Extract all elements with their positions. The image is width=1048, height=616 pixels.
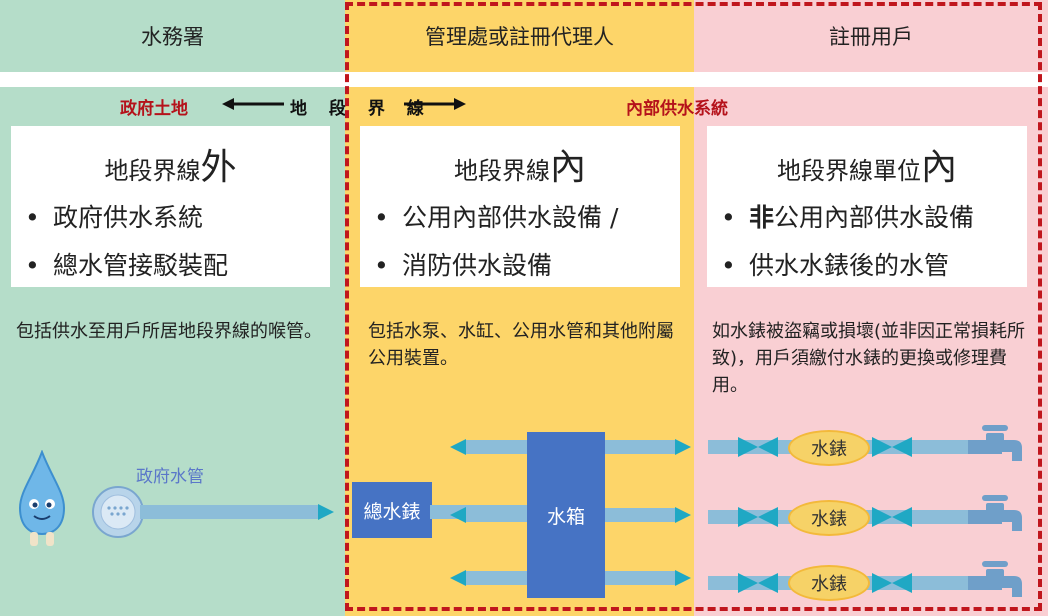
mgmt-box-title-big: 內 bbox=[549, 147, 586, 188]
non-emphasis: 非 bbox=[749, 203, 775, 232]
government-pipe bbox=[140, 505, 320, 519]
header-management-office: 管理處或註冊代理人 bbox=[425, 25, 614, 49]
water-meter: 水錶 bbox=[788, 500, 870, 536]
arrow-left-icon bbox=[450, 507, 466, 523]
mgmt-box-item: • 公用內部供水設備 / bbox=[374, 198, 618, 234]
arrow-right-icon bbox=[675, 439, 691, 455]
user-box-title-big: 內 bbox=[920, 147, 957, 188]
government-land-label: 政府土地 bbox=[120, 99, 188, 119]
header-registered-consumer: 註冊用戶 bbox=[829, 25, 913, 49]
gov-box-item: • 總水管接駁裝配 bbox=[25, 246, 228, 282]
pipe-left-middle bbox=[464, 508, 527, 522]
bullet-dot: • bbox=[721, 203, 736, 232]
arrow-right-icon bbox=[404, 98, 466, 110]
arrow-left-icon bbox=[450, 439, 466, 455]
header-separator bbox=[0, 72, 1048, 87]
gov-box-title-big: 外 bbox=[200, 147, 237, 188]
gov-box-title-text: 地段界線 bbox=[104, 157, 201, 185]
government-pipe-label: 政府水管 bbox=[136, 467, 204, 487]
header-water-supplies-department: 水務署 bbox=[141, 25, 204, 49]
mgmt-description: 包括水泵、水缸、公用水管和其他附屬公用裝置。 bbox=[368, 321, 674, 369]
pipe-right-upper bbox=[605, 440, 677, 454]
lot-boundary-label: 地 段 界 線 bbox=[290, 99, 432, 119]
user-info-box: 地段界線單位內 • 非公用內部供水設備 • 供水水錶後的水管 bbox=[707, 126, 1027, 287]
user-box-item: • 供水水錶後的水管 bbox=[721, 246, 949, 282]
gov-box-item-text: 總水管接駁裝配 bbox=[53, 251, 229, 280]
gov-box-item-text: 政府供水系統 bbox=[53, 203, 204, 232]
bullet-dot: • bbox=[25, 251, 40, 280]
user-box-title-text: 地段界線單位 bbox=[776, 157, 921, 185]
tap-icon bbox=[968, 495, 1022, 531]
master-meter-box: 總水錶 bbox=[352, 482, 432, 538]
water-meter: 水錶 bbox=[788, 430, 870, 466]
mgmt-box-item-text: 公用內部供水設備 / bbox=[402, 203, 619, 232]
arrow-right-icon bbox=[675, 570, 691, 586]
user-box-item-text: 供水水錶後的水管 bbox=[749, 251, 950, 280]
mgmt-info-box: 地段界線內 • 公用內部供水設備 / • 消防供水設備 bbox=[360, 126, 680, 287]
pipe-left-lower bbox=[464, 571, 527, 585]
arrow-left-icon bbox=[450, 570, 466, 586]
pipe-right-lower bbox=[605, 571, 677, 585]
bullet-dot: • bbox=[374, 251, 389, 280]
water-tank-box: 水箱 bbox=[527, 432, 605, 598]
bullet-dot: • bbox=[25, 203, 40, 232]
pipe-right-middle bbox=[605, 508, 677, 522]
valve-icon bbox=[738, 507, 778, 527]
arrow-right-icon bbox=[318, 504, 334, 520]
valve-icon bbox=[738, 573, 778, 593]
user-description: 如水錶被盜竊或損壞(並非因正常損耗所致)，用戶須繳付水錶的更換或修理費用。 bbox=[712, 321, 1026, 396]
valve-icon bbox=[872, 437, 912, 457]
user-box-item-text: 公用內部供水設備 bbox=[774, 203, 975, 232]
gov-info-box: 地段界線外 • 政府供水系統 • 總水管接駁裝配 bbox=[11, 126, 330, 287]
water-drop-mascot-icon bbox=[18, 450, 66, 546]
tap-icon bbox=[968, 425, 1022, 461]
gov-description: 包括供水至用戶所居地段界線的喉管。 bbox=[16, 321, 322, 342]
arrow-right-icon bbox=[675, 507, 691, 523]
valve-icon bbox=[872, 507, 912, 527]
mgmt-box-item: • 消防供水設備 bbox=[374, 246, 552, 282]
main-pipe-cross-section-icon bbox=[92, 486, 144, 538]
tap-icon bbox=[968, 561, 1022, 597]
mgmt-box-title: 地段界線內 bbox=[360, 138, 680, 190]
bullet-dot: • bbox=[721, 251, 736, 280]
inside-service-label: 內部供水系統 bbox=[626, 99, 728, 119]
user-box-title: 地段界線單位內 bbox=[707, 138, 1027, 190]
gov-box-title: 地段界線外 bbox=[11, 138, 330, 190]
bullet-dot: • bbox=[374, 203, 389, 232]
water-meter: 水錶 bbox=[788, 565, 870, 601]
mgmt-box-item-text: 消防供水設備 bbox=[402, 251, 553, 280]
valve-icon bbox=[872, 573, 912, 593]
gov-box-item: • 政府供水系統 bbox=[25, 198, 203, 234]
valve-icon bbox=[738, 437, 778, 457]
pipe-left-upper bbox=[464, 440, 527, 454]
arrow-left-icon bbox=[222, 98, 284, 110]
mgmt-box-title-text: 地段界線 bbox=[453, 157, 550, 185]
user-box-item: • 非公用內部供水設備 bbox=[721, 198, 974, 234]
